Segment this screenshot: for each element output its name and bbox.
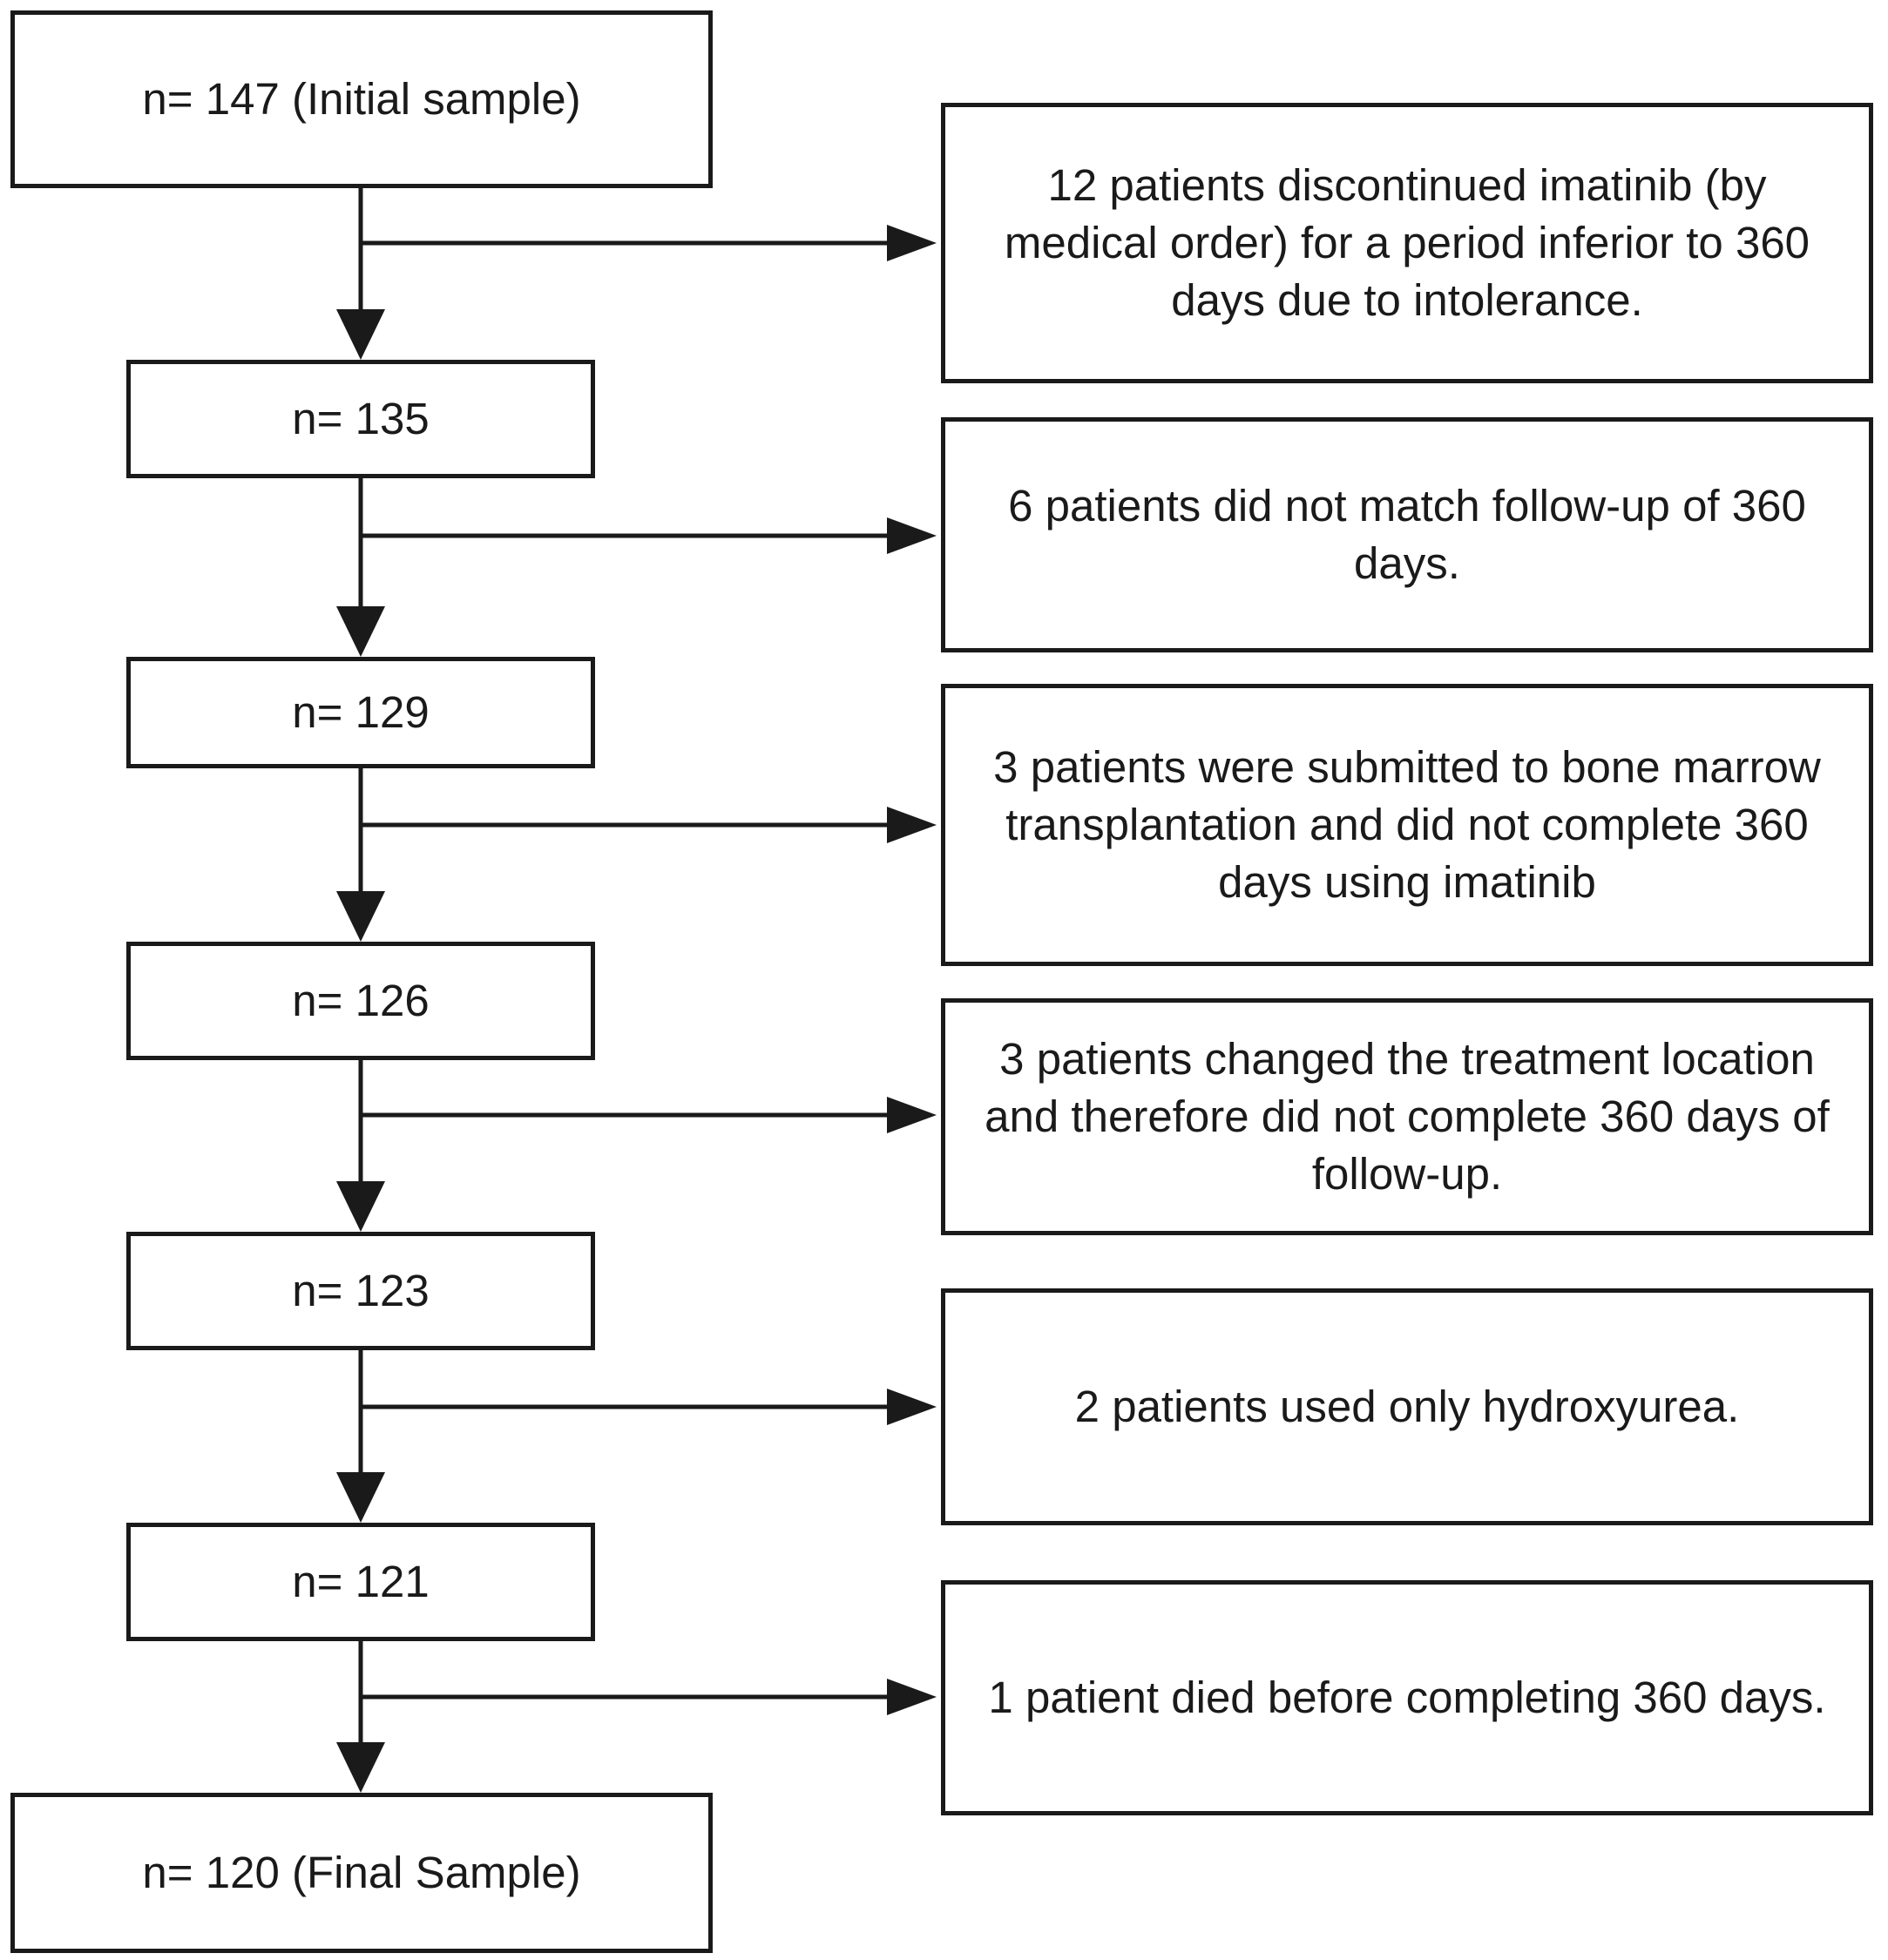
sample-label-121: n= 121 [292, 1556, 430, 1606]
sample-box-129: n= 129 [126, 657, 595, 768]
exclusion-box-hydroxyurea: 2 patients used only hydroxyurea. [941, 1288, 1873, 1525]
exclusion-box-intolerance: 12 patients discontinued imatinib (by me… [941, 103, 1873, 383]
down-arrowhead-2 [336, 606, 385, 657]
down-arrowhead-1 [336, 309, 385, 360]
right-arrowhead-2 [887, 517, 937, 554]
exclusion-box-death: 1 patient died before completing 360 day… [941, 1580, 1873, 1815]
sample-box-135: n= 135 [126, 360, 595, 478]
final-sample-box: n= 120 (Final Sample) [10, 1793, 713, 1953]
right-arrowhead-3 [887, 807, 937, 843]
initial-sample-label: n= 147 (Initial sample) [142, 73, 581, 124]
sample-label-129: n= 129 [292, 686, 430, 737]
exclusion-label-intolerance: 12 patients discontinued imatinib (by me… [1004, 159, 1810, 326]
sample-box-126: n= 126 [126, 942, 595, 1060]
sample-label-135: n= 135 [292, 393, 430, 443]
right-arrowhead-1 [887, 225, 937, 261]
right-arrowhead-6 [887, 1679, 937, 1715]
right-arrowhead-4 [887, 1097, 937, 1133]
exclusion-label-transplant: 3 patients were submitted to bone marrow… [993, 741, 1821, 908]
down-arrowhead-5 [336, 1472, 385, 1523]
sample-box-123: n= 123 [126, 1232, 595, 1350]
exclusion-box-follow-up: 6 patients did not match follow-up of 36… [941, 417, 1873, 652]
down-arrowhead-6 [336, 1742, 385, 1793]
down-arrowhead-4 [336, 1181, 385, 1232]
exclusion-box-transplant: 3 patients were submitted to bone marrow… [941, 684, 1873, 966]
sample-label-126: n= 126 [292, 975, 430, 1025]
exclusion-box-location-change: 3 patients changed the treatment locatio… [941, 998, 1873, 1235]
exclusion-label-location-change: 3 patients changed the treatment locatio… [985, 1033, 1830, 1200]
exclusion-label-death: 1 patient died before completing 360 day… [988, 1672, 1826, 1722]
right-arrowhead-5 [887, 1389, 937, 1425]
initial-sample-box: n= 147 (Initial sample) [10, 10, 713, 188]
sample-label-123: n= 123 [292, 1265, 430, 1315]
down-arrowhead-3 [336, 891, 385, 942]
exclusion-label-follow-up: 6 patients did not match follow-up of 36… [1008, 480, 1806, 588]
sample-box-121: n= 121 [126, 1523, 595, 1641]
exclusion-label-hydroxyurea: 2 patients used only hydroxyurea. [1074, 1381, 1740, 1431]
final-sample-label: n= 120 (Final Sample) [142, 1847, 581, 1897]
